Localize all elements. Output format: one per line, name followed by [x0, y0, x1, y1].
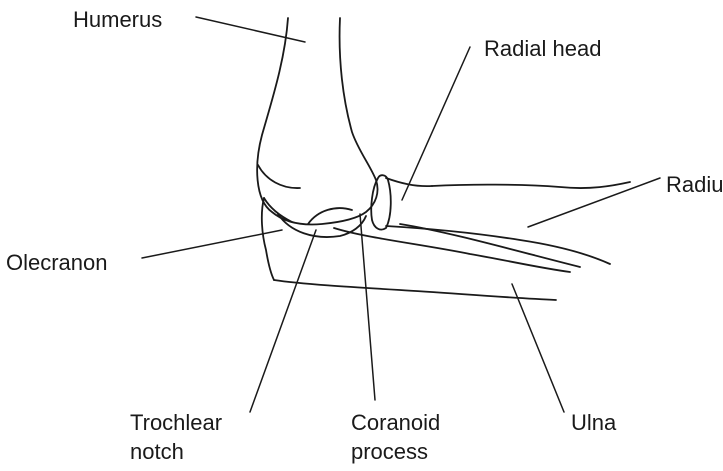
humerus-outline [257, 18, 377, 225]
humerus-inner-contour [258, 165, 300, 188]
label-trochlear-notch: Trochlear notch [130, 408, 222, 466]
leader-olecranon [142, 230, 282, 258]
radius-upper-border [432, 182, 630, 188]
label-ulna: Ulna [571, 408, 616, 437]
humerus-condyle-line [308, 208, 352, 224]
leader-coronoid-process [360, 214, 375, 400]
ulna-olecranon-outline [262, 198, 274, 280]
leader-ulna [512, 284, 564, 412]
label-olecranon: Olecranon [6, 248, 108, 277]
label-radial-head: Radial head [484, 34, 601, 63]
leader-radial-head [402, 47, 470, 200]
leader-trochlear-notch [250, 230, 316, 412]
label-coronoid-process: Coranoid process [351, 408, 440, 466]
label-humerus: Humerus [73, 5, 162, 34]
olecranon-tip [264, 198, 292, 222]
label-radius: Radius [666, 170, 723, 199]
